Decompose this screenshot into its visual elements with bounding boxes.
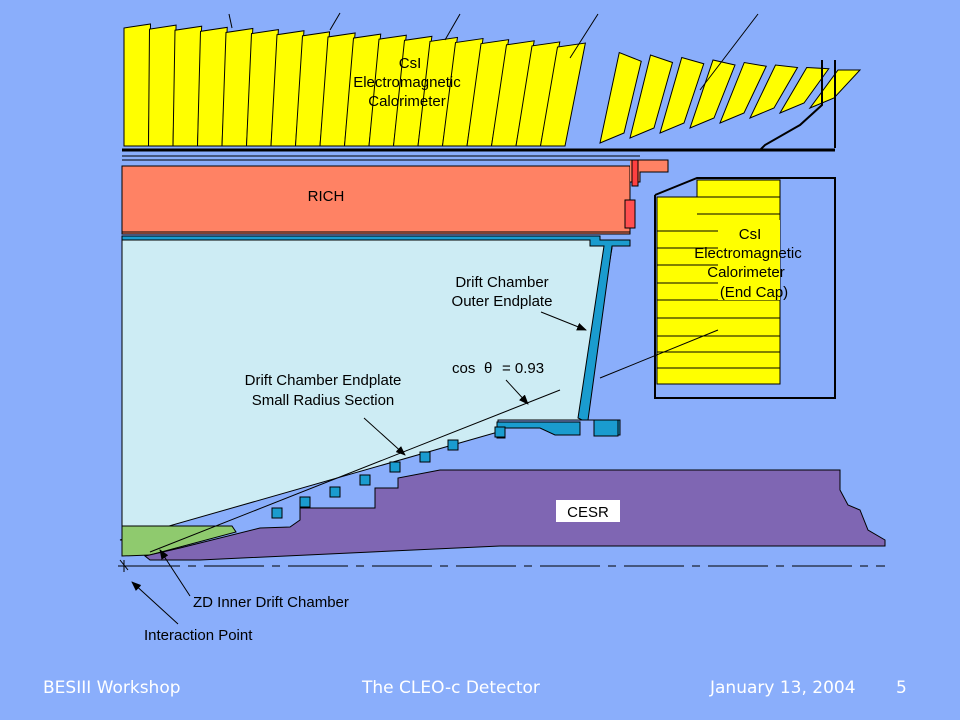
cesr-label-bg: [556, 500, 620, 522]
barrel-calorimeter-label: CsI Electromagnetic Calorimeter: [353, 55, 461, 110]
small-radius-line-1: Drift Chamber Endplate: [245, 372, 402, 389]
calorimeter-crystal: [245, 29, 279, 147]
calorimeter-crystal: [368, 34, 407, 147]
zd-arrow: [159, 549, 191, 597]
csi-barrel-line-3: Calorimeter: [368, 93, 446, 110]
beam-axis: [118, 559, 885, 572]
small-radius-endplate-steps: [271, 426, 506, 519]
cos-theta-prefix: cos: [452, 360, 475, 377]
endplate-step: [447, 439, 459, 451]
endcap-label-bg: [718, 220, 780, 300]
interaction-point-label: Interaction Point: [144, 627, 253, 644]
cos-theta-value: = 0.93: [502, 360, 544, 377]
footer-left: BESIII Workshop: [43, 678, 181, 698]
calorimeter-crystal: [221, 27, 254, 147]
small-radius-line-2: Small Radius Section: [252, 392, 395, 409]
calorimeter-crystal: [270, 30, 305, 147]
csi-endcap-line-2: Electromagnetic: [694, 245, 802, 262]
calorimeter-crystal: [147, 24, 177, 147]
endplate-step: [494, 426, 506, 438]
outer-endplate: [121, 235, 631, 439]
cos-theta-arrow: [505, 379, 529, 405]
csi-barrel-line-2: Electromagnetic: [353, 74, 461, 91]
footer-center: The CLEO-c Detector: [362, 678, 540, 698]
calorimeter-crystal: [778, 66, 830, 115]
csi-endcap-line-1: CsI: [739, 226, 762, 243]
calorimeter-crystal: [466, 39, 510, 147]
outer-endplate-line-1: Drift Chamber: [455, 274, 548, 291]
calorimeter-crystal: [719, 61, 767, 124]
calorimeter-crystal: [417, 36, 459, 147]
endcap-calorimeter-label: CsI Electromagnetic Calorimeter (End Cap…: [694, 226, 802, 301]
endplate-step: [329, 486, 341, 498]
csi-endcap-line-3: Calorimeter: [707, 264, 785, 281]
interaction-point-arrow: [131, 581, 179, 625]
cesr-region: [143, 469, 886, 561]
outer-endplate-arrow: [540, 311, 587, 331]
calorimeter-crystal: [629, 54, 674, 139]
calorimeter-crystal: [196, 26, 228, 147]
theta-symbol: θ: [484, 360, 492, 377]
calorimeter-crystal: [294, 31, 331, 147]
csi-endcap-line-4: (End Cap): [720, 284, 788, 301]
endplate-step: [419, 451, 431, 463]
calorimeter-crystal: [392, 35, 433, 147]
calorimeter-crystal: [490, 40, 535, 147]
barrel-calorimeter-frame: [122, 60, 836, 161]
endplate-step: [389, 461, 401, 473]
rich-label: RICH: [308, 188, 345, 205]
footer-page-number: 5: [896, 678, 907, 698]
small-radius-arrow: [363, 417, 406, 456]
calorimeter-crystal: [599, 51, 642, 144]
endplate-step: [271, 507, 283, 519]
calorimeter-crystal: [659, 56, 705, 134]
small-radius-label: Drift Chamber Endplate Small Radius Sect…: [245, 372, 402, 409]
rich-detector: [121, 159, 669, 235]
footer-right: January 13, 2004: [710, 678, 856, 698]
outer-endplate-label: Drift Chamber Outer Endplate: [452, 274, 553, 310]
endplate-step: [299, 496, 311, 508]
calorimeter-crystal: [441, 37, 484, 147]
calorimeter-tick-lines: [228, 12, 759, 91]
zd-label: ZD Inner Drift Chamber: [193, 594, 349, 611]
annotation-arrows: [131, 311, 587, 625]
outer-endplate-line-2: Outer Endplate: [452, 293, 553, 310]
calorimeter-crystal: [319, 32, 356, 147]
calorimeter-crystal: [515, 41, 561, 147]
barrel-calorimeter-crystals: [123, 23, 862, 147]
calorimeter-crystal: [123, 23, 152, 147]
cos-theta-label: cos θ = 0.93: [452, 360, 544, 377]
cesr-label: CESR: [567, 504, 609, 521]
calorimeter-crystal: [748, 64, 799, 119]
csi-barrel-line-1: CsI: [399, 55, 422, 72]
calorimeter-crystal: [539, 42, 586, 147]
calorimeter-crystal: [172, 25, 203, 147]
cos-theta-line: [149, 329, 719, 553]
endplate-step: [359, 474, 371, 486]
